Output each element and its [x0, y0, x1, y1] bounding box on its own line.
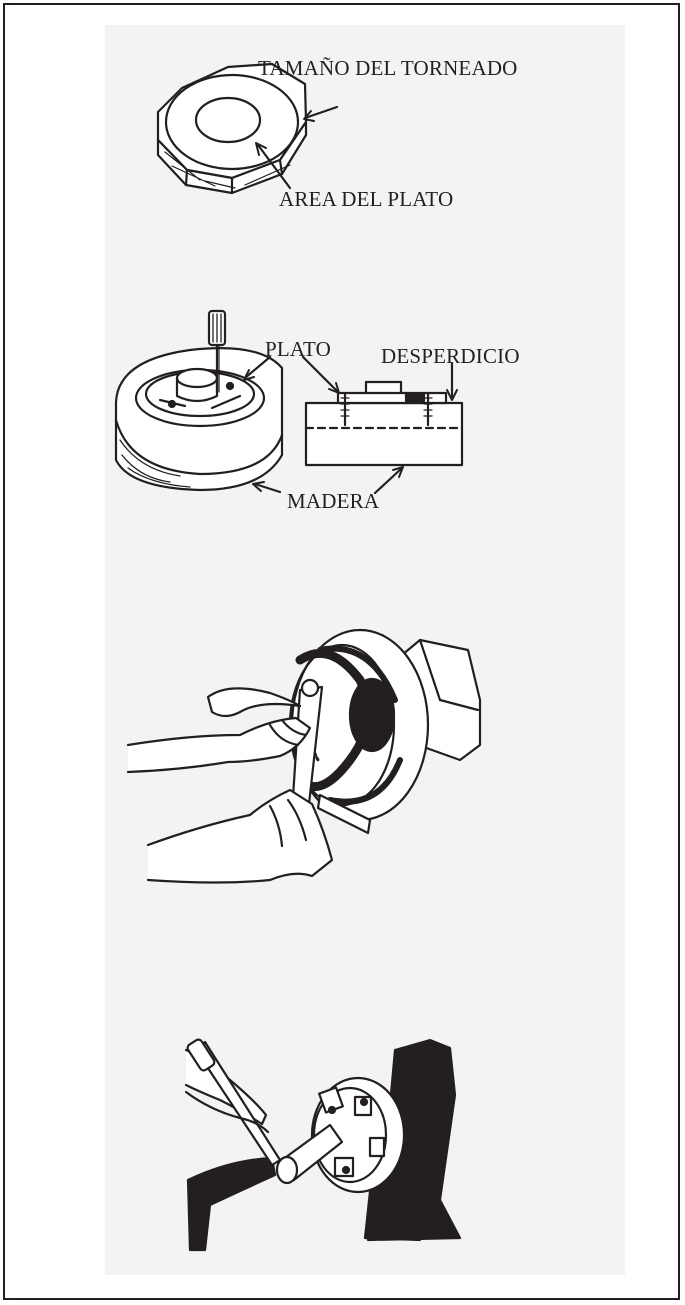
bowl-turning-illustration — [128, 630, 480, 883]
octagonal-wood-blank — [158, 64, 337, 193]
label-turning-size: TAMAÑO DEL TORNEADO — [258, 56, 518, 81]
label-wood: MADERA — [287, 489, 379, 514]
label-plate-area: AREA DEL PLATO — [279, 187, 453, 212]
label-waste: DESPERDICIO — [381, 344, 520, 369]
faceplate-on-wood — [116, 311, 282, 490]
label-plate: PLATO — [265, 337, 331, 362]
wood-section-diagram — [306, 382, 462, 465]
chuck-turning-illustration — [186, 1038, 460, 1250]
